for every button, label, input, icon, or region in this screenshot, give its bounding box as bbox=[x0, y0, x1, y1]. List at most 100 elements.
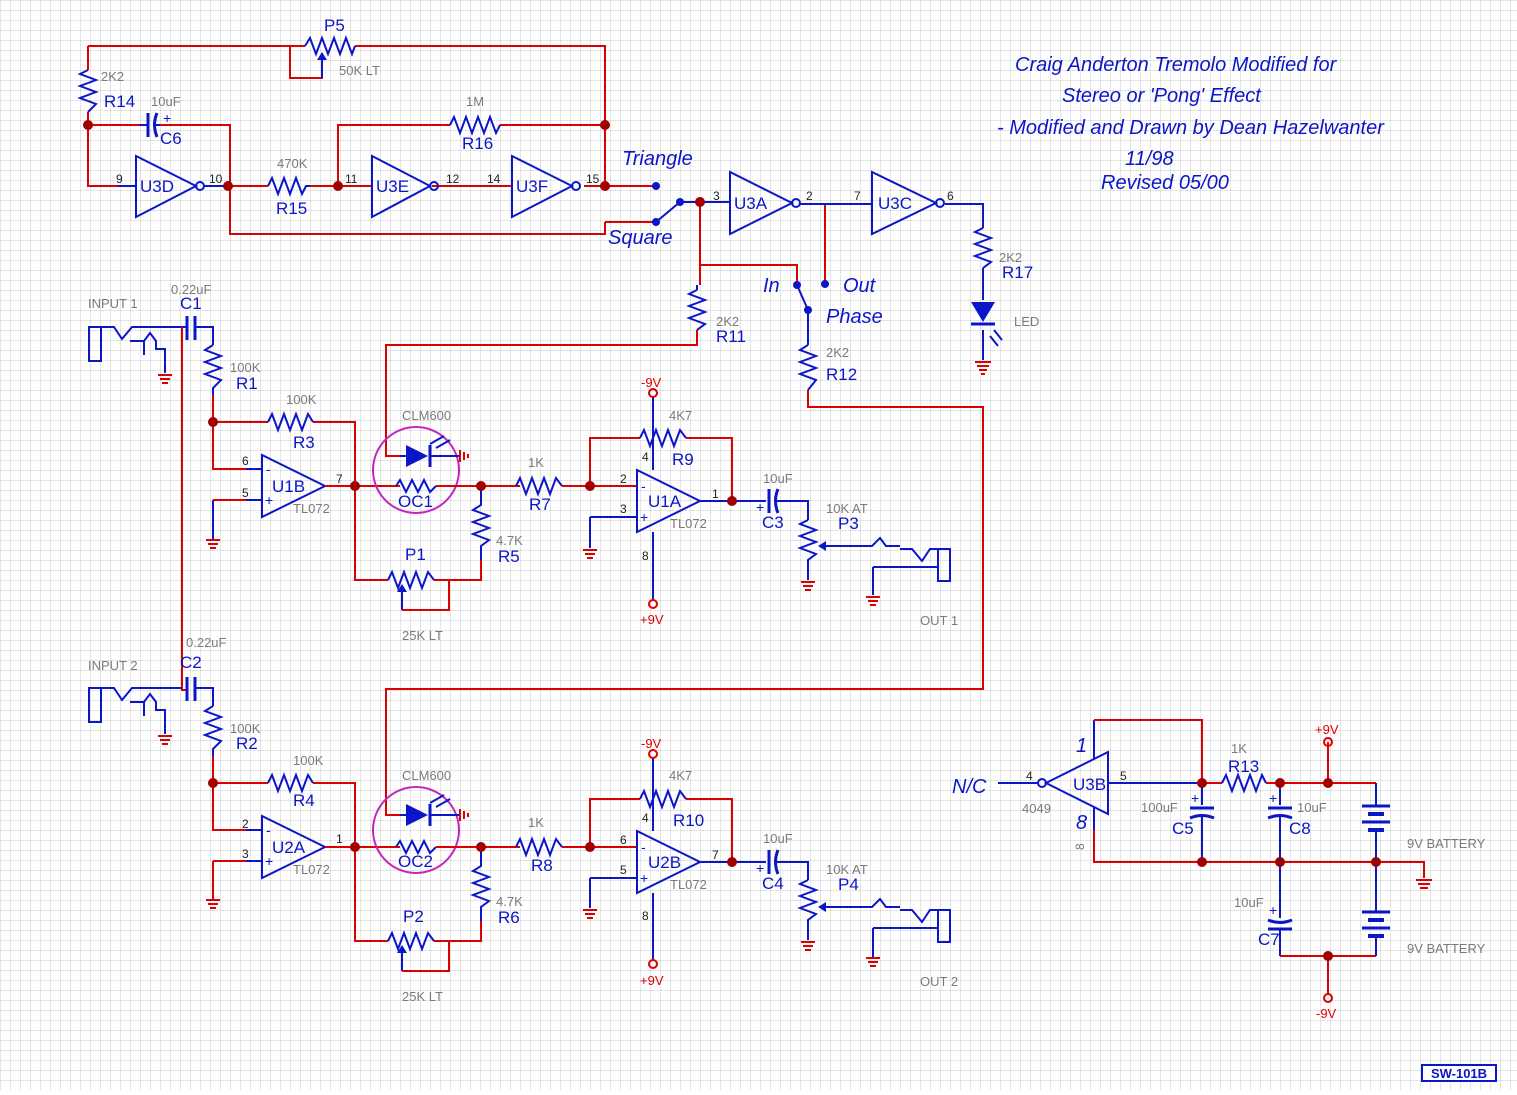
u1a-pin-vn: 8 bbox=[642, 549, 649, 563]
u3a-pin-in: 3 bbox=[713, 189, 720, 203]
oc2-ref: OC2 bbox=[398, 852, 433, 871]
channel-2: INPUT 2 0.22uF C2 100K R2 100K R4 bbox=[88, 635, 958, 1004]
u1a-ref: U1A bbox=[648, 492, 682, 511]
u3a-pin-out: 2 bbox=[806, 189, 813, 203]
led-value: LED bbox=[1014, 314, 1039, 329]
capacitor-c1: 0.22uF C1 bbox=[171, 282, 214, 345]
resistor-r7: 1K R7 bbox=[515, 455, 563, 514]
c5-ref: C5 bbox=[1172, 819, 1194, 838]
u2b-value: TL072 bbox=[670, 877, 707, 892]
phase-switch[interactable]: In Out Phase bbox=[763, 275, 883, 328]
c3-value: 10uF bbox=[763, 471, 793, 486]
resistor-r14: 2K2 R14 bbox=[77, 69, 135, 113]
u1a-pin-vp: 4 bbox=[642, 450, 649, 464]
waveform-switch[interactable]: Triangle Square bbox=[608, 148, 693, 249]
u2b-pos-supply: +9V bbox=[640, 973, 664, 988]
title-revised: Revised 05/00 bbox=[1101, 172, 1229, 194]
input-jack-1: INPUT 1 bbox=[88, 296, 182, 373]
c4-value: 10uF bbox=[763, 831, 793, 846]
svg-text:+: + bbox=[1191, 790, 1199, 806]
resistor-r6: 4.7K R6 bbox=[470, 847, 523, 927]
r2-ref: R2 bbox=[236, 734, 258, 753]
resistor-r1: 100K R1 bbox=[202, 344, 261, 395]
oc2-value: CLM600 bbox=[402, 768, 451, 783]
oc1-value: CLM600 bbox=[402, 408, 451, 423]
inverter-u3b: U3B 4049 4 5 1 8 8 bbox=[1022, 735, 1127, 850]
u3b-pin-in: 4 bbox=[1026, 769, 1033, 783]
supply-terminal bbox=[648, 959, 658, 969]
title-line-1: Craig Anderton Tremolo Modified for bbox=[1015, 54, 1338, 76]
u1a-pin-pos: 3 bbox=[620, 502, 627, 516]
capacitor-c2: 0.22uF C2 bbox=[180, 635, 227, 706]
ground-symbol bbox=[866, 957, 880, 967]
battery-2: 9V BATTERY bbox=[1362, 862, 1486, 956]
r16-ref: R16 bbox=[462, 134, 493, 153]
ground-symbol bbox=[158, 735, 172, 745]
p4-value: 10K AT bbox=[826, 862, 868, 877]
r2-value: 100K bbox=[230, 721, 261, 736]
resistor-r8: 1K R8 bbox=[515, 815, 563, 875]
opamp-u1b: - + U1B TL072 6 5 7 bbox=[212, 453, 343, 540]
u1a-neg-supply: -9V bbox=[641, 375, 662, 390]
switch-label-out: Out bbox=[843, 275, 877, 297]
svg-text:+: + bbox=[265, 853, 273, 869]
r3-value: 100K bbox=[286, 392, 317, 407]
capacitor-c4: + 10uF C4 bbox=[756, 831, 809, 893]
u2b-ref: U2B bbox=[648, 853, 681, 872]
inverter-u3c: U3C 7 6 bbox=[854, 170, 954, 236]
svg-text:-: - bbox=[641, 478, 646, 494]
u3d-pin-in: 9 bbox=[116, 172, 123, 186]
svg-text:+: + bbox=[756, 860, 764, 876]
ground-symbol bbox=[158, 374, 172, 384]
opamp-u2a: - + U2A TL072 2 3 1 bbox=[242, 814, 343, 880]
r17-ref: R17 bbox=[1002, 263, 1033, 282]
u3d-pin-out: 10 bbox=[209, 172, 223, 186]
potentiometer-p4: 10K AT P4 bbox=[797, 862, 900, 940]
r5-ref: R5 bbox=[498, 547, 520, 566]
u3b-value: 4049 bbox=[1022, 801, 1051, 816]
u3c-pin-in: 7 bbox=[854, 189, 861, 203]
c4-ref: C4 bbox=[762, 874, 784, 893]
r12-ref: R12 bbox=[826, 365, 857, 384]
u3f-pin-in: 14 bbox=[487, 172, 501, 186]
optocoupler-oc1: CLM600 OC1 bbox=[372, 408, 469, 514]
ground-symbol bbox=[866, 596, 880, 606]
u2b-pin-pos: 5 bbox=[620, 863, 627, 877]
r8-ref: R8 bbox=[531, 856, 553, 875]
r1-ref: R1 bbox=[236, 374, 258, 393]
r4-ref: R4 bbox=[293, 791, 315, 810]
optocoupler-oc2: CLM600 OC2 bbox=[372, 768, 469, 874]
switch-label-triangle: Triangle bbox=[622, 148, 693, 170]
sheet-id-stamp: SW-101B bbox=[1421, 1064, 1497, 1082]
supply-terminal bbox=[648, 388, 658, 398]
r14-value: 2K2 bbox=[101, 69, 124, 84]
supply-terminal bbox=[648, 749, 658, 759]
svg-text:-: - bbox=[266, 461, 271, 477]
u3b-pin-out: 5 bbox=[1120, 769, 1127, 783]
r13-ref: R13 bbox=[1228, 757, 1259, 776]
ground-symbol bbox=[583, 909, 597, 919]
potentiometer-p5: P5 50K LT bbox=[304, 16, 380, 78]
opamp-u1a: - + U1A TL072 2 3 1 4 8 bbox=[589, 450, 719, 563]
u1a-value: TL072 bbox=[670, 516, 707, 531]
r5-value: 4.7K bbox=[496, 533, 523, 548]
u1b-pin-pos: 5 bbox=[242, 486, 249, 500]
potentiometer-p3: 10K AT P3 bbox=[797, 501, 900, 580]
u1a-pin-out: 1 bbox=[712, 487, 719, 501]
supply-terminal bbox=[648, 599, 658, 609]
u1b-pin-neg: 6 bbox=[242, 454, 249, 468]
u3b-nc-label: N/C bbox=[952, 776, 987, 798]
u2b-pin-vp: 4 bbox=[642, 811, 649, 825]
svg-text:+: + bbox=[640, 870, 648, 886]
u3b-pin-vss: 8 bbox=[1076, 812, 1087, 834]
oc1-ref: OC1 bbox=[398, 492, 433, 511]
input-1-label: INPUT 1 bbox=[88, 296, 138, 311]
potentiometer-p1: P1 25K LT bbox=[387, 545, 450, 643]
p4-ref: P4 bbox=[838, 875, 859, 894]
u3c-ref: U3C bbox=[878, 194, 912, 213]
u2a-pin-pos: 3 bbox=[242, 847, 249, 861]
r8-value: 1K bbox=[528, 815, 544, 830]
u2a-ref: U2A bbox=[272, 838, 306, 857]
capacitor-c8: + 10uF C8 bbox=[1267, 783, 1327, 862]
u1b-ref: U1B bbox=[272, 477, 305, 496]
